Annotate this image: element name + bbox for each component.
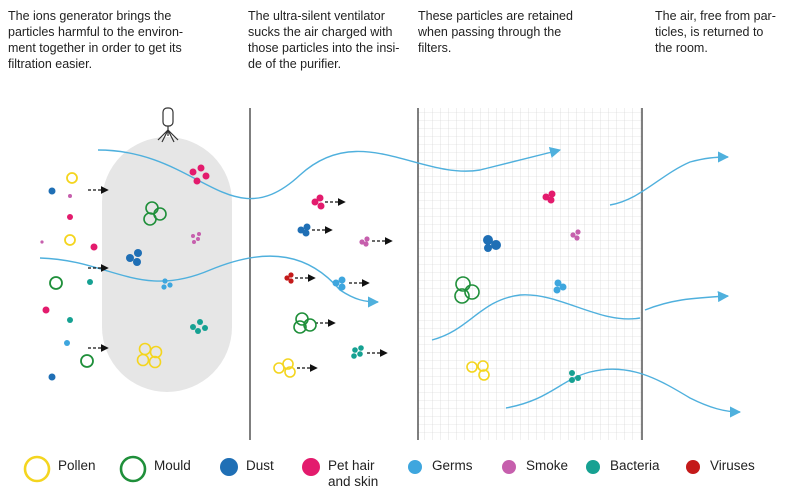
ion-generator-icon: [157, 107, 179, 143]
step-1-caption: The ions generator brings the particles …: [8, 9, 184, 71]
legend-item-smoke: Smoke: [498, 454, 568, 480]
legend-label: Bacteria: [610, 458, 660, 473]
bacteria-icon: [586, 460, 600, 474]
loose-particles: [40, 172, 98, 381]
legend-item-pet-hair: Pet hair and skin: [300, 454, 378, 490]
legend-label: Mould: [154, 458, 191, 473]
legend-item-bacteria: Bacteria: [582, 454, 660, 480]
pollen-icon: [23, 455, 51, 483]
step-3-caption: These particles are retained when passin…: [418, 9, 573, 55]
airflow-line: [505, 368, 742, 418]
viruses-icon: [686, 460, 700, 474]
legend-item-germs: Germs: [404, 454, 473, 480]
particle-clusters-filter: [454, 190, 581, 383]
legend-item-pollen: Pollen: [22, 454, 96, 484]
germs-icon: [408, 460, 422, 474]
legend-item-mould: Mould: [118, 454, 191, 484]
filter-grid: [418, 108, 642, 440]
legend-label: Viruses: [710, 458, 755, 473]
mould-icon: [119, 455, 147, 483]
legend: Pollen Mould Dust Pet hair and skin Germ…: [0, 450, 799, 500]
legend-item-viruses: Viruses: [682, 454, 755, 480]
legend-label: Germs: [432, 458, 473, 473]
step-4-caption: The air, free from par- ticles, is retur…: [655, 9, 776, 55]
air-purifier-diagram: [39, 107, 742, 440]
smoke-icon: [502, 460, 516, 474]
dust-icon: [220, 458, 238, 476]
airflow-line: [431, 294, 641, 341]
airflow-line: [97, 147, 562, 200]
step-2-caption: The ultra-silent ventilator sucks the ai…: [248, 9, 400, 71]
legend-label: Smoke: [526, 458, 569, 473]
particle-clusters-ionizer: [126, 164, 210, 369]
airflow-line: [644, 290, 730, 311]
legend-item-dust: Dust: [218, 454, 274, 480]
airflow-line: [39, 255, 380, 308]
particle-clusters-ventilator: [273, 194, 370, 378]
legend-label: Dust: [246, 458, 274, 473]
ionizer-zone: [102, 137, 232, 392]
legend-label: Pet hair and skin: [328, 458, 379, 489]
legend-label: Pollen: [58, 458, 96, 473]
pet-hair-icon: [302, 458, 320, 476]
airflow-line: [609, 151, 730, 206]
